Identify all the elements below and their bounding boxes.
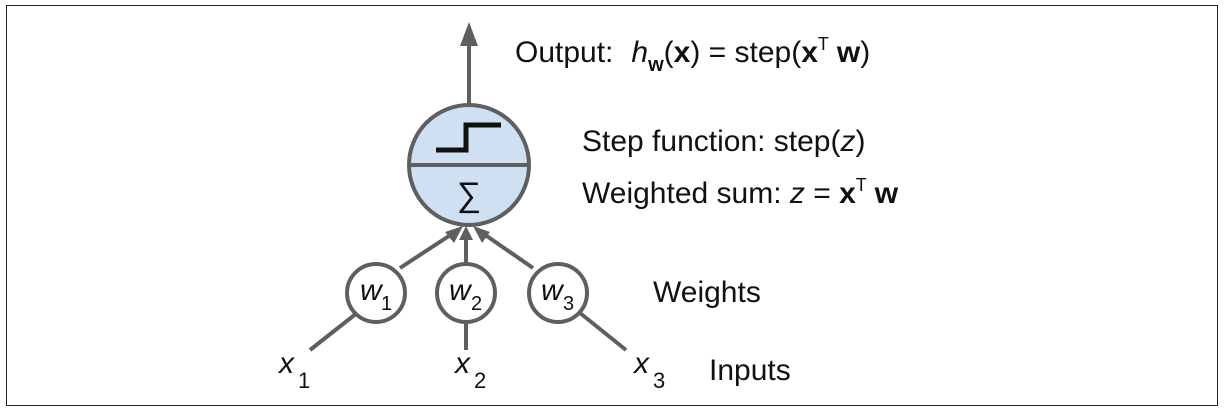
diagram-frame	[6, 5, 1218, 406]
weight-2-sub: 2	[471, 293, 482, 315]
weight-3-arrowhead	[473, 226, 490, 243]
output-arrowhead	[460, 22, 478, 46]
svg-text:x: x	[277, 347, 295, 380]
weights-label: Weights	[653, 276, 761, 309]
weight-node-1: w 1	[345, 262, 407, 324]
svg-text:3: 3	[653, 368, 665, 393]
svg-text:x: x	[453, 347, 471, 380]
weight-2-base: w	[449, 274, 473, 307]
input-x3: x 3	[632, 347, 665, 393]
input-x2: x 2	[453, 347, 486, 393]
weight-1-arrow	[398, 230, 457, 270]
weight-1-sub: 1	[381, 293, 392, 315]
weight-node-2: w 2	[435, 262, 497, 324]
step-function-icon	[436, 122, 501, 153]
input-1-line	[308, 311, 359, 352]
svg-text:1: 1	[298, 368, 310, 393]
weight-3-arrow	[479, 230, 535, 270]
input-3-line	[578, 311, 628, 352]
weight-node-3: w 3	[527, 262, 589, 324]
weight-1-base: w	[360, 274, 384, 307]
weight-1-arrowhead	[445, 226, 463, 243]
input-x1: x 1	[277, 347, 310, 393]
weight-3-sub: 3	[563, 293, 574, 315]
weight-2-arrowhead	[459, 226, 473, 240]
inputs-label: Inputs	[709, 354, 791, 387]
svg-text:x: x	[632, 347, 650, 380]
step-function-label: Step function: step(z)	[582, 125, 866, 158]
svg-text:2: 2	[474, 368, 486, 393]
sum-symbol: ∑	[457, 176, 481, 214]
weight-3-base: w	[541, 274, 565, 307]
